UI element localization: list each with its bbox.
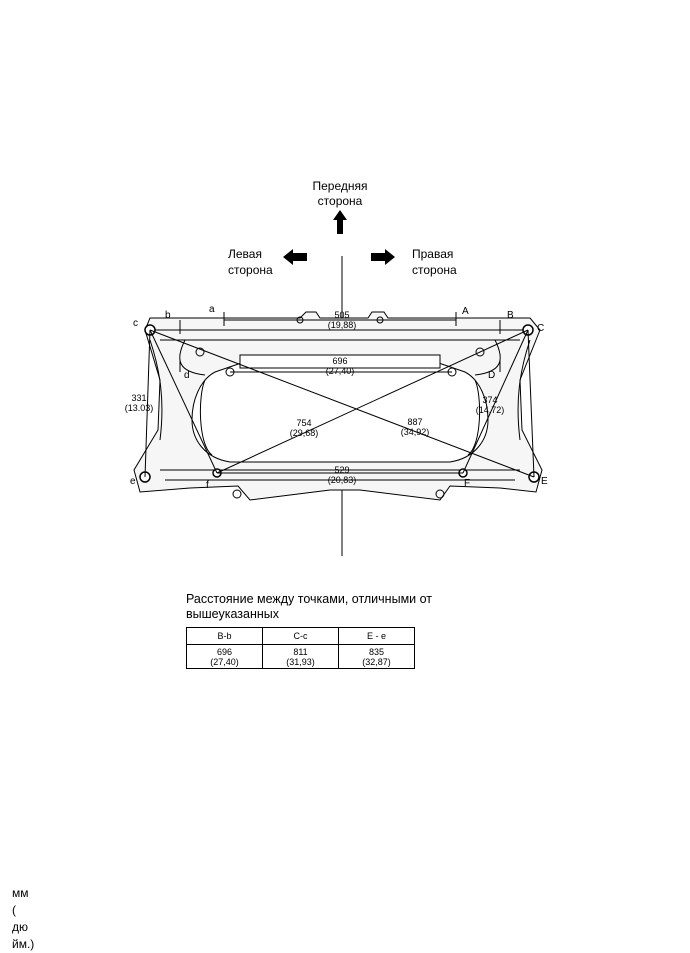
subframe-body: [133, 311, 543, 501]
dim-505-mm: 505: [334, 310, 349, 320]
line-754: [216, 329, 529, 474]
line-c-f: [149, 329, 218, 474]
line-887: [149, 329, 535, 478]
table-cell: 835 (32,87): [338, 644, 415, 669]
point-label-f: f: [206, 480, 209, 491]
cell-in: (31,93): [286, 656, 315, 667]
point-label-D: D: [488, 370, 495, 381]
right-label-line2: сторона: [412, 263, 457, 277]
arrow-left-icon: [283, 249, 307, 265]
dim-754-in: (29,68): [290, 428, 319, 438]
dim-696-mm: 696: [332, 356, 347, 366]
table-header-cell: B-b: [186, 627, 263, 645]
units-line: йм.): [12, 937, 35, 951]
point-label-a: a: [209, 304, 215, 315]
table-cell: 811 (31,93): [262, 644, 339, 669]
units-line: (: [12, 903, 16, 917]
dim-696-in: (27,40): [326, 366, 355, 376]
arrow-up-icon: [333, 210, 347, 234]
dim-754-mm: 754: [296, 418, 311, 428]
point-label-C: C: [537, 323, 544, 334]
point-label-e: e: [130, 476, 136, 487]
cell-mm: 811: [293, 646, 308, 657]
point-label-b: b: [165, 310, 171, 321]
dim-887-mm: 887: [407, 417, 422, 427]
line-C-f: [527, 329, 535, 478]
measurement-lines: [144, 319, 535, 478]
right-label-line1: Правая: [412, 247, 453, 261]
left-direction: Левая сторона: [228, 247, 307, 277]
dim-331-mm: 331: [131, 393, 146, 403]
point-label-c: c: [133, 318, 138, 329]
front-label-line1: Передняя: [312, 179, 367, 193]
point-label-A: A: [462, 306, 469, 317]
dim-374-mm: 374: [482, 395, 497, 405]
distance-table-title: Расстояние между точками, отличными от в…: [186, 592, 433, 621]
units-legend: мм ( дю йм.): [12, 885, 34, 953]
line-374: [462, 329, 529, 474]
dim-505-in: (19,88): [328, 320, 357, 330]
table-header-cell: C-c: [262, 627, 339, 645]
dim-529-mm: 529: [334, 465, 349, 475]
dim-887-in: (34,92): [401, 427, 430, 437]
point-ticks: [179, 312, 501, 372]
table-cell: 696 (27,40): [186, 644, 263, 669]
cell-in: (32,87): [362, 656, 391, 667]
cell-mm: 835: [368, 646, 385, 657]
distance-table: B-b C-c E - e 696 (27,40) 811 (31,93) 83…: [186, 627, 415, 669]
dim-529-in: (20,83): [328, 475, 357, 485]
front-label-line2: сторона: [318, 194, 363, 208]
table-row: 696 (27,40) 811 (31,93) 835 (32,87): [186, 644, 415, 669]
dim-331-in: (13.03): [125, 403, 154, 413]
point-labels: a b c d e f A B C D E F: [130, 304, 548, 491]
front-direction: Передняя сторона: [312, 179, 368, 234]
point-label-E: E: [541, 476, 548, 487]
dimension-labels: 505 (19,88) 696 (27,40) 754 (29,68) 887 …: [125, 310, 505, 485]
left-label-line2: сторона: [228, 263, 273, 277]
line-331: [144, 329, 151, 478]
point-label-d: d: [184, 370, 190, 381]
units-line: дю: [12, 920, 29, 934]
arrow-right-icon: [371, 249, 395, 265]
table-header-cell: E - e: [338, 627, 415, 645]
left-label-line1: Левая: [228, 247, 262, 261]
units-line: мм: [12, 886, 29, 900]
cell-in: (27,40): [210, 656, 239, 667]
table-header-row: B-b C-c E - e: [186, 627, 415, 645]
point-label-B: B: [507, 310, 514, 321]
point-label-F: F: [464, 478, 470, 489]
right-direction: Правая сторона: [371, 247, 457, 277]
cell-mm: 696: [216, 646, 233, 657]
dim-374-in: (14,72): [476, 405, 505, 415]
